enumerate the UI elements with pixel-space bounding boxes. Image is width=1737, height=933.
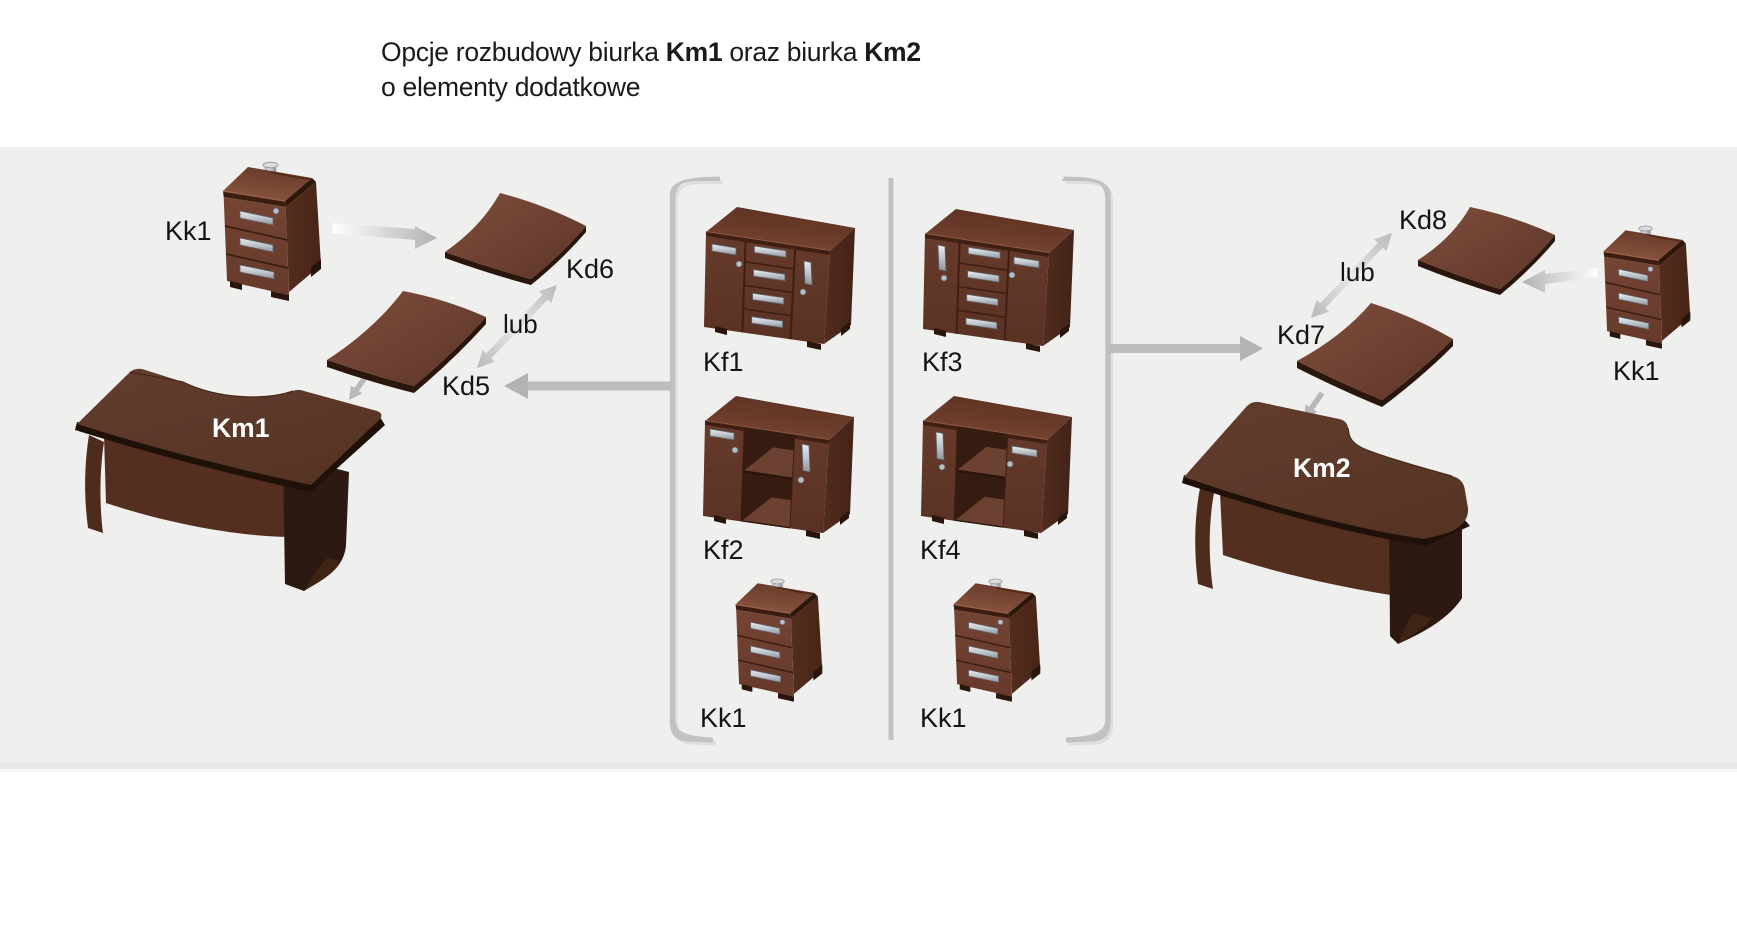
svg-text:Kf2: Kf2 [703, 535, 744, 565]
svg-text:lub: lub [1340, 257, 1375, 287]
svg-text:Km1: Km1 [212, 413, 269, 443]
svg-text:Kd7: Kd7 [1277, 320, 1325, 350]
svg-text:Kk1: Kk1 [1613, 356, 1660, 386]
svg-text:Kf4: Kf4 [920, 535, 961, 565]
svg-text:Km2: Km2 [1293, 453, 1350, 483]
svg-text:Opcje rozbudowy biurka Km1 ora: Opcje rozbudowy biurka Km1 oraz biurka K… [381, 37, 921, 67]
svg-text:Kd5: Kd5 [442, 371, 490, 401]
svg-text:Kk1: Kk1 [700, 703, 747, 733]
svg-text:Kf1: Kf1 [703, 347, 744, 377]
svg-text:lub: lub [503, 309, 538, 339]
svg-text:Kd8: Kd8 [1399, 205, 1447, 235]
svg-text:Kd6: Kd6 [566, 254, 614, 284]
svg-text:Kk1: Kk1 [920, 703, 967, 733]
svg-text:Kk1: Kk1 [165, 216, 212, 246]
svg-text:Kf3: Kf3 [922, 347, 963, 377]
svg-text:o elementy dodatkowe: o elementy dodatkowe [381, 72, 640, 102]
